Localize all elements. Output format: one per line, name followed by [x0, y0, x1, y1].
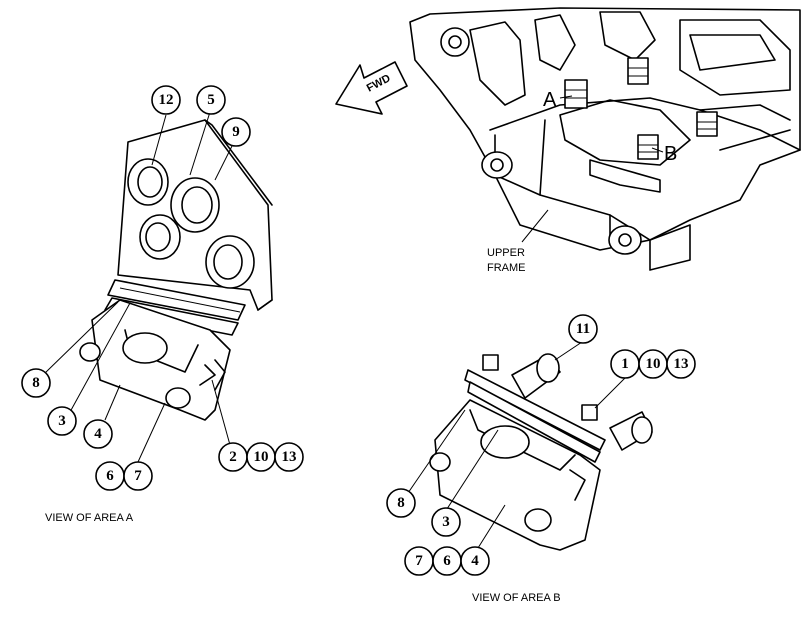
svg-text:8: 8 [397, 495, 405, 511]
balloon-8: 8 [21, 368, 51, 398]
balloon-9: 9 [221, 117, 251, 147]
svg-text:10: 10 [254, 449, 269, 465]
upper-frame-label-line1: UPPER [487, 247, 525, 259]
view-b-balloons: 11 1 10 13 8 3 7 6 4 [386, 314, 696, 576]
balloon-12: 12 [151, 85, 181, 115]
balloon-4-b: 4 [460, 546, 490, 576]
svg-text:8: 8 [32, 375, 40, 391]
balloon-2: 2 [218, 442, 248, 472]
balloon-7-b: 7 [404, 546, 434, 576]
balloon-3-b: 3 [431, 507, 461, 537]
svg-text:3: 3 [58, 413, 66, 429]
upper-frame-label-line2: FRAME [487, 262, 526, 274]
view-b-caption: VIEW OF AREA B [472, 592, 561, 604]
balloon-13: 13 [274, 442, 304, 472]
svg-text:7: 7 [415, 553, 423, 569]
balloon-7: 7 [123, 461, 153, 491]
svg-text:9: 9 [232, 124, 240, 140]
balloon-5: 5 [196, 85, 226, 115]
balloon-1: 1 [610, 349, 640, 379]
balloon-6: 6 [95, 461, 125, 491]
svg-text:2: 2 [229, 449, 237, 465]
svg-text:4: 4 [471, 553, 479, 569]
fwd-arrow: FWD [335, 61, 408, 115]
svg-text:7: 7 [134, 468, 142, 484]
view-b-drawing [407, 341, 653, 551]
area-a-letter: A [543, 89, 557, 111]
view-a-drawing [43, 111, 273, 463]
balloon-13-b: 13 [666, 349, 696, 379]
svg-text:6: 6 [106, 468, 114, 484]
balloon-8-b: 8 [386, 488, 416, 518]
balloon-10-b: 10 [638, 349, 668, 379]
svg-text:13: 13 [282, 449, 297, 465]
view-a-caption: VIEW OF AREA A [45, 512, 134, 524]
upper-frame-drawing [409, 7, 801, 271]
svg-text:13: 13 [674, 356, 689, 372]
balloon-10: 10 [246, 442, 276, 472]
svg-text:11: 11 [576, 321, 590, 337]
area-b-letter: B [664, 143, 677, 165]
svg-text:12: 12 [159, 92, 174, 108]
svg-text:6: 6 [443, 553, 451, 569]
svg-text:1: 1 [621, 356, 629, 372]
balloon-11: 11 [568, 314, 598, 344]
svg-text:5: 5 [207, 92, 215, 108]
balloon-6-b: 6 [432, 546, 462, 576]
balloon-3: 3 [47, 406, 77, 436]
svg-text:3: 3 [442, 514, 450, 530]
view-a-balloons: 12 5 9 8 3 4 2 10 13 6 7 [21, 85, 304, 491]
svg-text:10: 10 [646, 356, 661, 372]
balloon-4: 4 [83, 419, 113, 449]
svg-text:4: 4 [94, 426, 102, 442]
